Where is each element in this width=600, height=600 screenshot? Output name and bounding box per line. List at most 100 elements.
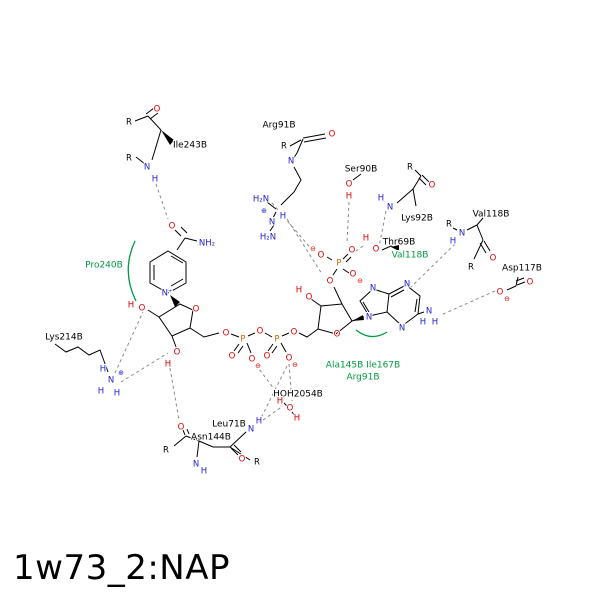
atom-label: ⊕ [118,369,124,377]
atom-label: N [269,218,275,228]
atom-label: O [178,423,185,433]
atom-label: N [366,313,372,323]
atom-label: O [349,246,356,256]
atom-label: H [432,318,438,328]
atom-label: O [318,251,325,261]
residue-label: Ala145B Ile167B [326,361,400,371]
atom-label: H [378,194,384,204]
atom-label: H [294,414,300,424]
atom-label: H [128,301,134,311]
double-bond-lines [145,107,526,456]
residue-label: Asn144B [191,433,231,443]
atom-label: N [404,280,410,290]
atom-label: O [223,329,230,339]
atom-label: R [281,142,287,152]
atom-label: R [468,263,474,273]
atom-label: O [154,105,161,115]
atom-label: N [426,307,432,317]
atom-label: H [277,397,283,407]
atom-label: O [327,277,334,287]
atom-label: O [287,404,294,414]
atom-label: O [193,305,200,315]
atom-label: R [407,163,413,173]
atom-label: O [264,352,271,362]
atom-label: O [334,330,341,340]
atom-label: N [387,203,393,213]
residue-label: H₂N [253,195,269,205]
atom-label: H [201,467,207,477]
residue-label: Lys214B [45,333,83,343]
atom-label: O [257,327,264,337]
atom-label: P [274,335,279,345]
residue-label: Leu71B [212,420,246,430]
atom-label: N [459,229,465,239]
atom-label: O [139,304,146,314]
atom-label: H [98,387,104,397]
atom-label: R [446,220,452,230]
figure-title: 1w73_2:NAP [13,548,230,588]
atom-label: R [163,446,169,456]
residue-label: Thr69B [382,238,416,248]
residue-label: NH₂ [199,239,215,249]
atom-label: O [229,352,236,362]
atom-label: H [114,389,120,399]
atom-label: O [350,270,357,280]
atom-label: O [527,278,534,288]
atom-label: N [288,157,294,167]
residue-label: Ser90B [345,165,378,175]
atom-label: N [370,284,376,294]
atom-label: H [420,318,426,328]
residue-label: Lys92B [401,214,433,224]
atom-label: O [329,130,336,140]
atom-label: H [256,417,262,427]
atom-label: O [346,180,353,190]
atom-label: P [240,335,245,345]
atom-label: O [497,288,504,298]
residue-label: Val118B [392,251,429,261]
atom-label: N [108,376,114,386]
atom-label: ⊖ [292,361,298,369]
hydrogen-bond-lines [114,183,496,423]
atom-label: R [126,118,132,128]
atom-label: O [286,354,293,364]
atom-label: O [429,181,436,191]
atom-label: ⊕ [261,207,267,215]
atom-label: O [174,348,181,358]
atom-label: ⊖ [504,295,510,303]
atom-label: ⊖ [255,362,261,370]
atom-label: H [280,212,286,222]
residue-label: Val118B [473,210,510,220]
hydrophobic-contact-arcs [127,240,388,338]
atom-label: O [373,245,380,255]
residue-label: Arg91B [262,121,295,131]
residue-label: Asp117B [502,264,542,274]
residue-label: Arg91B [346,373,379,383]
atom-label: O [169,222,176,232]
atom-label: N [248,425,254,435]
atom-label: H [165,360,171,370]
atom-label: N [144,163,150,173]
wedge-bonds [161,130,399,321]
atom-label: N [193,460,199,470]
atom-label: H [450,237,456,247]
atom-label: ⊖ [357,277,363,285]
atom-label: ⊖ [310,245,316,253]
atom-label: N⁺ [162,289,173,299]
atom-label: H [152,175,158,185]
atom-label: O [239,455,246,465]
atom-label: H [346,192,352,202]
atom-label: O [291,328,298,338]
atom-label: O [490,254,497,264]
atom-label: H [296,286,302,296]
atom-label: H [363,234,369,244]
residue-label: H₂N [260,233,276,243]
atom-label: R [126,154,132,164]
bond-lines [54,115,519,461]
atom-label: H [100,365,106,375]
atom-label: R [254,458,260,468]
atom-label: O [249,355,256,365]
residue-label: Ile243B [173,141,207,151]
residue-label: Pro240B [85,261,123,271]
